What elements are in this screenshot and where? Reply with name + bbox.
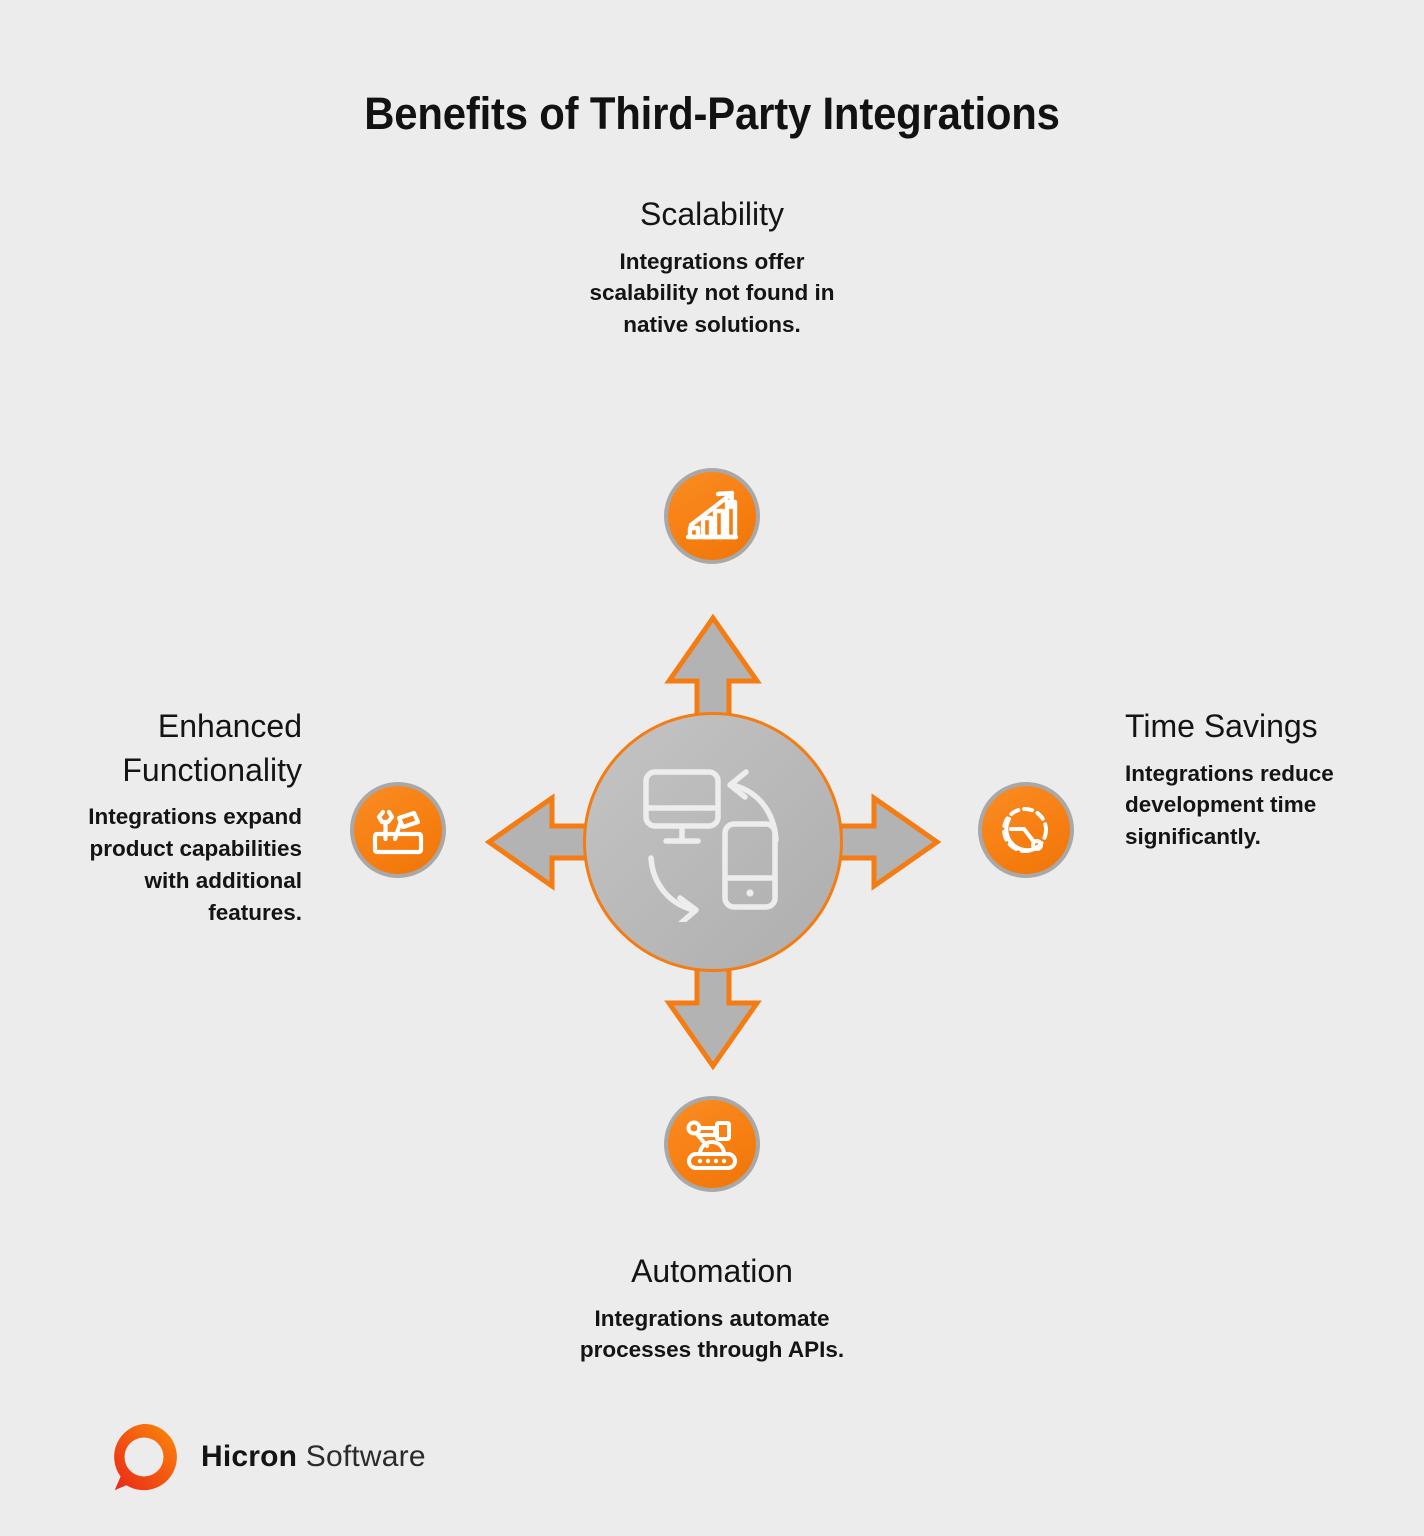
automation-icon-circle[interactable]: [664, 1096, 760, 1192]
scalability-text-block: Scalability Integrations offer scalabili…: [562, 193, 862, 341]
hicron-ring-logo-icon: [114, 1423, 177, 1491]
scalability-heading: Scalability: [639, 196, 785, 232]
time-savings-text-block: Time Savings Integrations reduce develop…: [1125, 705, 1375, 853]
logo-wordmark: Hicron Software: [201, 1440, 426, 1474]
toolbox-icon: [372, 809, 424, 855]
enhanced-functionality-text-block: Enhanced Functionality Integrations expa…: [60, 705, 302, 929]
center-hub: [583, 712, 843, 972]
scalability-icon-circle[interactable]: [664, 468, 760, 564]
automation-body: Integrations automate processes through …: [579, 1305, 845, 1363]
brand-logo[interactable]: Hicron Software: [105, 1418, 426, 1496]
enhanced-functionality-body: Integrations expand product capabilities…: [88, 804, 302, 925]
logo-name-light: Software: [297, 1440, 426, 1473]
automation-text-block: Automation Integrations automate process…: [562, 1250, 862, 1366]
enhanced-functionality-heading: Enhanced Functionality: [122, 708, 302, 788]
page-title: Benefits of Third-Party Integrations: [364, 88, 1060, 139]
clock-icon: [1002, 807, 1048, 853]
time-savings-body: Integrations reduce development time sig…: [1125, 760, 1334, 850]
scalability-body: Integrations offer scalability not found…: [589, 248, 835, 338]
automation-heading: Automation: [631, 1253, 793, 1289]
devices-sync-icon: [643, 769, 779, 922]
robot-arm-icon: [686, 1120, 737, 1170]
logo-name-bold: Hicron: [201, 1440, 298, 1473]
enhanced-functionality-icon-circle[interactable]: [350, 782, 446, 878]
time-savings-heading: Time Savings: [1125, 708, 1318, 744]
growth-chart-icon: [685, 490, 739, 540]
time-savings-icon-circle[interactable]: [978, 782, 1074, 878]
